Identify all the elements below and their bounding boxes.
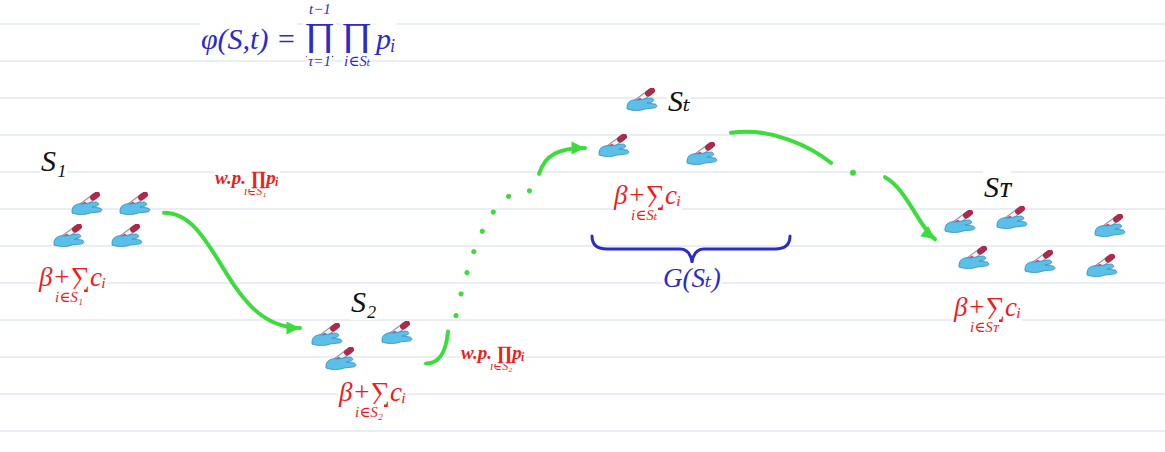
- test-tube-icon: [52, 224, 92, 248]
- connector-line: [426, 332, 448, 364]
- formula-text: pᵢ: [375, 22, 397, 57]
- arrowhead: [286, 321, 300, 334]
- arrowhead: [920, 226, 935, 239]
- set-label: Sᴛ: [983, 170, 1011, 205]
- connector-line: [731, 132, 831, 163]
- test-tube-icon: [1023, 250, 1063, 274]
- brace-label: G(Sₜ): [662, 263, 722, 294]
- sum-limit: i∈Sₜ: [343, 53, 371, 70]
- test-tube-icon: [685, 142, 725, 166]
- set-group: S₁β+∑cᵢi∈S₁: [30, 140, 164, 313]
- ruled-lines: [0, 24, 1165, 431]
- flow-arrow: [164, 213, 300, 335]
- set-label: S₁: [40, 144, 67, 179]
- arrowhead: [571, 141, 585, 154]
- set-group: Sₜβ+∑cᵢi∈Sₜ: [585, 80, 731, 231]
- test-tube-icon: [995, 206, 1035, 230]
- test-tube-icon: [957, 246, 997, 270]
- test-tube-icon: [1093, 214, 1133, 238]
- edge-label: w.p. ∏pᵢ: [460, 342, 526, 364]
- flow-arrow: [731, 132, 935, 239]
- test-tube-icon: [943, 210, 983, 234]
- test-tube-icon: [597, 134, 637, 158]
- test-tube-icon: [118, 192, 158, 216]
- flow-arrow: [426, 141, 585, 363]
- connector-line: [539, 148, 585, 174]
- edge-label: w.p. ∏pᵢ: [214, 167, 280, 189]
- underbrace: [592, 236, 790, 262]
- test-tube-icon: [310, 323, 350, 347]
- sum-index: i∈S₁: [54, 289, 84, 306]
- test-tube-icon: [625, 88, 665, 112]
- formula-text: φ(S,t) =: [200, 22, 297, 57]
- connector-line: [164, 213, 300, 328]
- continuation-dot: [850, 170, 856, 176]
- set-group: S₂β+∑cᵢi∈S₂: [300, 285, 426, 428]
- test-tube-icon: [70, 192, 110, 216]
- sum-index: i∈S₂: [354, 404, 384, 421]
- test-tube-icon: [324, 347, 364, 371]
- sum-limit: τ=1: [307, 53, 332, 70]
- connector-line: [885, 177, 935, 239]
- set-group: Sᴛβ+∑cᵢi∈Sᴛ: [935, 170, 1139, 343]
- sum-index: i∈Sₜ: [630, 207, 658, 224]
- sum-index: i∈Sᴛ: [969, 319, 999, 336]
- test-tube-icon: [380, 321, 420, 345]
- test-tube-icon: [1085, 254, 1125, 278]
- dotted-connector: [456, 191, 535, 316]
- test-tube-icon: [110, 224, 150, 248]
- set-label: S₂: [350, 285, 377, 320]
- set-label: Sₜ: [667, 84, 691, 119]
